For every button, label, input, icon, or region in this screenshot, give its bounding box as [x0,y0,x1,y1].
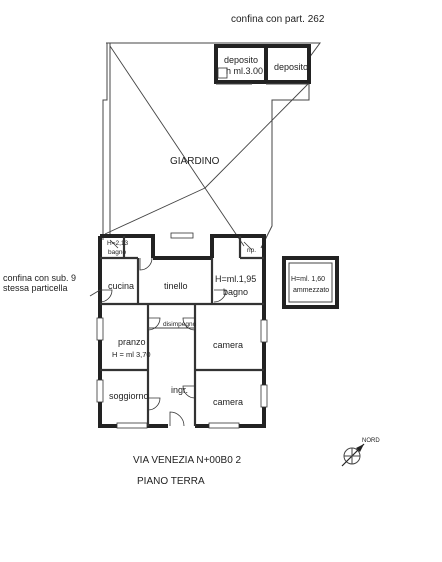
label-confina-sub-2: stessa particella [3,283,68,293]
window-camera-2-east [260,384,268,408]
label-pranzo-height: H = ml 3,70 [112,350,151,359]
label-nord: NORD [362,438,380,444]
label-pranzo: pranzo [118,337,146,347]
door-ingresso [169,411,185,427]
label-confina-sub-1: confina con sub. 9 [3,273,76,283]
label-bagno-small-height: H=2,13 [107,240,129,247]
label-via-venezia: VIA VENEZIA N+00B0 2 [133,455,242,466]
window-soggiorno-west [96,379,104,403]
windows [96,232,268,429]
door-rip [243,241,253,251]
wall-north-west [100,234,155,258]
doors [99,239,253,427]
label-deposito-1: deposito [224,55,258,65]
door-camera-2 [182,385,196,399]
label-cucina: cucina [108,281,134,291]
label-bagno: bagno [223,287,248,297]
garden-diagonal-nw [109,45,206,189]
ammezzato-inner [288,262,333,303]
label-bagno-small: bagno [108,249,126,256]
label-tinello: tinello [164,281,188,291]
ammezzato-room [282,256,339,309]
label-bagno-height: H=ml.1,95 [215,274,256,284]
door-camera-1 [182,317,196,331]
label-ingresso: ingr. [171,385,188,395]
storage-rooms [214,44,311,85]
door-bagno [213,289,227,303]
label-deposito-2: deposito [274,62,308,72]
ammezzato-block [282,256,339,309]
window-camera-1 [260,319,268,343]
label-ammezzato: ammezzato [293,287,329,294]
deposito-1-door [217,67,228,79]
door-soggiorno [147,397,161,411]
window-soggiorno [116,422,148,429]
label-soggiorno: soggiorno [109,391,149,401]
building-walls [98,234,266,428]
garden-diagonal-ne [204,83,309,189]
label-camera-2: camera [213,397,243,407]
compass-arrow-icon [356,444,364,452]
window-tinello [170,232,194,239]
label-giardino: GIARDINO [170,156,220,167]
door-bagno-small [109,239,119,249]
north-compass [341,443,365,467]
door-tinello [139,257,153,271]
label-disimpegno: disimpegno [163,321,197,328]
garden-area [102,42,321,249]
label-deposito-1-height: h ml.3.00 [226,66,263,76]
wall-south-east [195,305,266,428]
label-confina-part: confina con part. 262 [231,14,325,25]
door-pranzo [147,317,161,331]
window-pranzo [96,317,104,341]
label-rip: rip. [247,247,256,254]
label-piano-terra: PIANO TERRA [137,476,205,487]
label-ammezzato-height: H=ml. 1,60 [291,276,325,283]
garden-east-wall [106,42,321,249]
label-camera-1: camera [213,340,243,350]
garden-west-wall [102,43,108,240]
window-camera-2 [208,422,240,429]
door-cucina [99,289,113,303]
deposito-2-room [264,44,311,84]
wall-north-east [210,234,266,305]
sub9-pointer [89,289,101,297]
garden-diagonal-sw [104,187,206,235]
